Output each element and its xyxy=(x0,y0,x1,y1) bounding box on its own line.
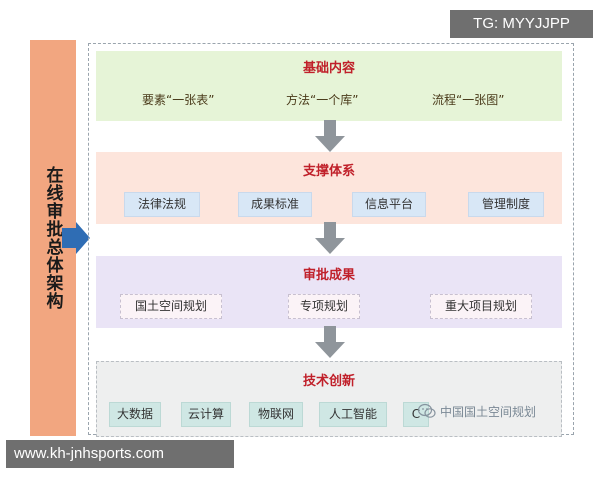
band-support-system: 支撑体系 法律法规 成果标准 信息平台 管理制度 xyxy=(96,152,562,224)
basic-item: 流程“一张图” xyxy=(432,93,505,107)
result-item: 国土空间规划 xyxy=(120,294,222,319)
basic-item: 方法“一个库” xyxy=(286,93,359,107)
watermark-text: 中国国土空间规划 xyxy=(440,404,537,419)
right-arrow-icon xyxy=(62,222,90,254)
band-basic-content: 基础内容 要素“一张表” 方法“一个库” 流程“一张图” xyxy=(96,51,562,121)
support-item: 法律法规 xyxy=(124,192,200,217)
band-title: 技术创新 xyxy=(302,374,355,389)
down-arrow-icon xyxy=(315,120,345,152)
result-item: 重大项目规划 xyxy=(430,294,532,319)
band-tech-innovation: 技术创新 大数据 云计算 物联网 人工智能 C xyxy=(96,361,562,437)
tech-item: 物联网 xyxy=(249,402,303,427)
band-title: 审批成果 xyxy=(302,268,355,283)
tech-item: 人工智能 xyxy=(319,402,387,427)
support-item: 成果标准 xyxy=(238,192,312,217)
band-title: 基础内容 xyxy=(302,61,355,76)
band-title: 支撑体系 xyxy=(302,164,355,179)
wechat-logo-icon xyxy=(418,403,436,418)
side-title: 在线审批总体架构 xyxy=(42,166,63,310)
watermark: 中国国土空间规划 xyxy=(418,400,578,422)
support-item: 管理制度 xyxy=(468,192,544,217)
telegram-badge: TG: MYYJJPP xyxy=(450,10,593,38)
support-item: 信息平台 xyxy=(352,192,426,217)
result-item: 专项规划 xyxy=(288,294,360,319)
basic-item: 要素“一张表” xyxy=(142,93,215,107)
down-arrow-icon xyxy=(315,326,345,358)
tech-item: 云计算 xyxy=(181,402,231,427)
website-badge: www.kh-jnhsports.com xyxy=(6,440,234,468)
band-approval-results: 审批成果 国土空间规划 专项规划 重大项目规划 xyxy=(96,256,562,328)
down-arrow-icon xyxy=(315,222,345,254)
tech-item: 大数据 xyxy=(109,402,161,427)
